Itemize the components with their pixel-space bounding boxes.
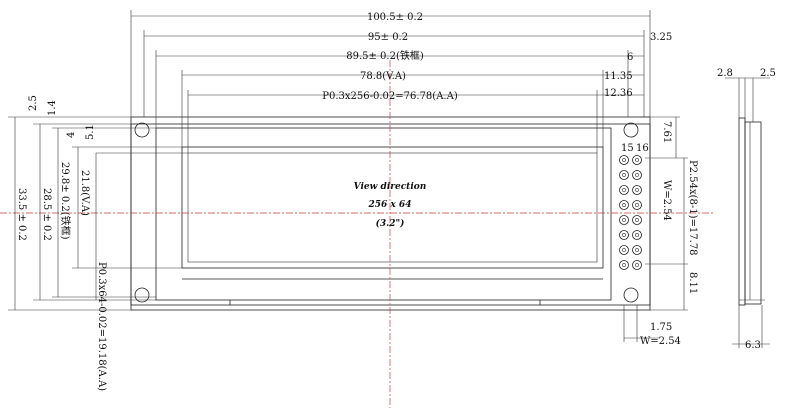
side-dim-6-3: 6.3 [745, 340, 761, 351]
pin-label-16: 16 [636, 143, 649, 154]
right-dimensions [623, 116, 688, 342]
side-dim-2-8: 2.8 [717, 68, 733, 79]
pin-hole [622, 158, 626, 162]
dim-7-61: 7.61 [661, 121, 672, 143]
left-dimensions [8, 116, 188, 311]
pin-pad [632, 245, 642, 255]
side-dim-2-5: 2.5 [760, 68, 776, 79]
dim-aa-height: P0.3x64-0.02=19.18(A.A) [96, 262, 107, 391]
pin-pad [632, 185, 642, 195]
pin-pad [619, 245, 629, 255]
resolution-label: 256 x 64 [368, 200, 412, 210]
pin-pad [619, 185, 629, 195]
pin-pad [619, 215, 629, 225]
view-direction-label: View direction [354, 182, 427, 192]
module-outline [130, 116, 651, 311]
pin-pad [632, 230, 642, 240]
pin-hole [635, 218, 639, 222]
dim-bottom-pin-width: W=2.54 [640, 336, 681, 347]
pin-hole [635, 173, 639, 177]
pin-hole [622, 173, 626, 177]
dim-29-8: 29.8± 0.2(铁框) [59, 162, 72, 240]
dim-28-5: 28.5 ± 0.2 [41, 188, 52, 241]
dim-1-75: 1.75 [650, 322, 672, 333]
dim-8-11: 8.11 [687, 272, 698, 294]
pin-pad [632, 215, 642, 225]
pin-hole [635, 158, 639, 162]
dim-89-5: 89.5± 0.2(铁框) [346, 49, 424, 62]
dim-95: 95± 0.2 [368, 32, 408, 43]
size-label: (3.2") [376, 218, 405, 229]
pin-hole [635, 188, 639, 192]
pin-pad [619, 155, 629, 165]
pin-label-15: 15 [621, 143, 634, 154]
dim-pin-width: W=2.54 [661, 180, 672, 221]
pin-hole [622, 233, 626, 237]
pin-hole [622, 203, 626, 207]
dim-6: 6 [627, 52, 633, 63]
mounting-holes [134, 122, 639, 303]
pin-pad [632, 170, 642, 180]
top-dimensions [130, 10, 651, 153]
dim-4: 4 [66, 132, 77, 138]
dim-21-8-va: 21.8(V.A) [79, 170, 90, 216]
dim-aa-width: P0.3x256-0.02=76.78(A.A) [322, 91, 458, 102]
pin-hole [635, 263, 639, 267]
dim-5-1: 5.1 [85, 124, 96, 140]
pin-hole [635, 233, 639, 237]
pin-pad [619, 260, 629, 270]
side-view [725, 77, 770, 348]
pin-header [619, 155, 642, 270]
pin-hole [635, 203, 639, 207]
dim-3-25: 3.25 [650, 32, 672, 43]
dim-overall-width: 100.5± 0.2 [367, 12, 423, 23]
pin-pad [619, 170, 629, 180]
pin-pad [632, 155, 642, 165]
dim-pin-pitch: P2.54x(8-1)=17.78 [687, 160, 698, 256]
pin-pad [619, 230, 629, 240]
dim-11-35: 11.35 [604, 71, 633, 82]
pin-hole [622, 263, 626, 267]
pin-pad [619, 200, 629, 210]
pin-hole [635, 248, 639, 252]
pin-hole [622, 248, 626, 252]
dim-12-36: 12.36 [604, 88, 633, 99]
dim-33-5: 33.5 ± 0.2 [16, 188, 27, 241]
pin-pad [632, 260, 642, 270]
pin-pad [632, 200, 642, 210]
pin-hole [622, 188, 626, 192]
dim-2-5-left: 2.5 [28, 95, 39, 111]
pin-hole [622, 218, 626, 222]
dim-1-4: 1.4 [47, 100, 58, 116]
dim-va-width: 78.8(V.A) [360, 71, 406, 82]
